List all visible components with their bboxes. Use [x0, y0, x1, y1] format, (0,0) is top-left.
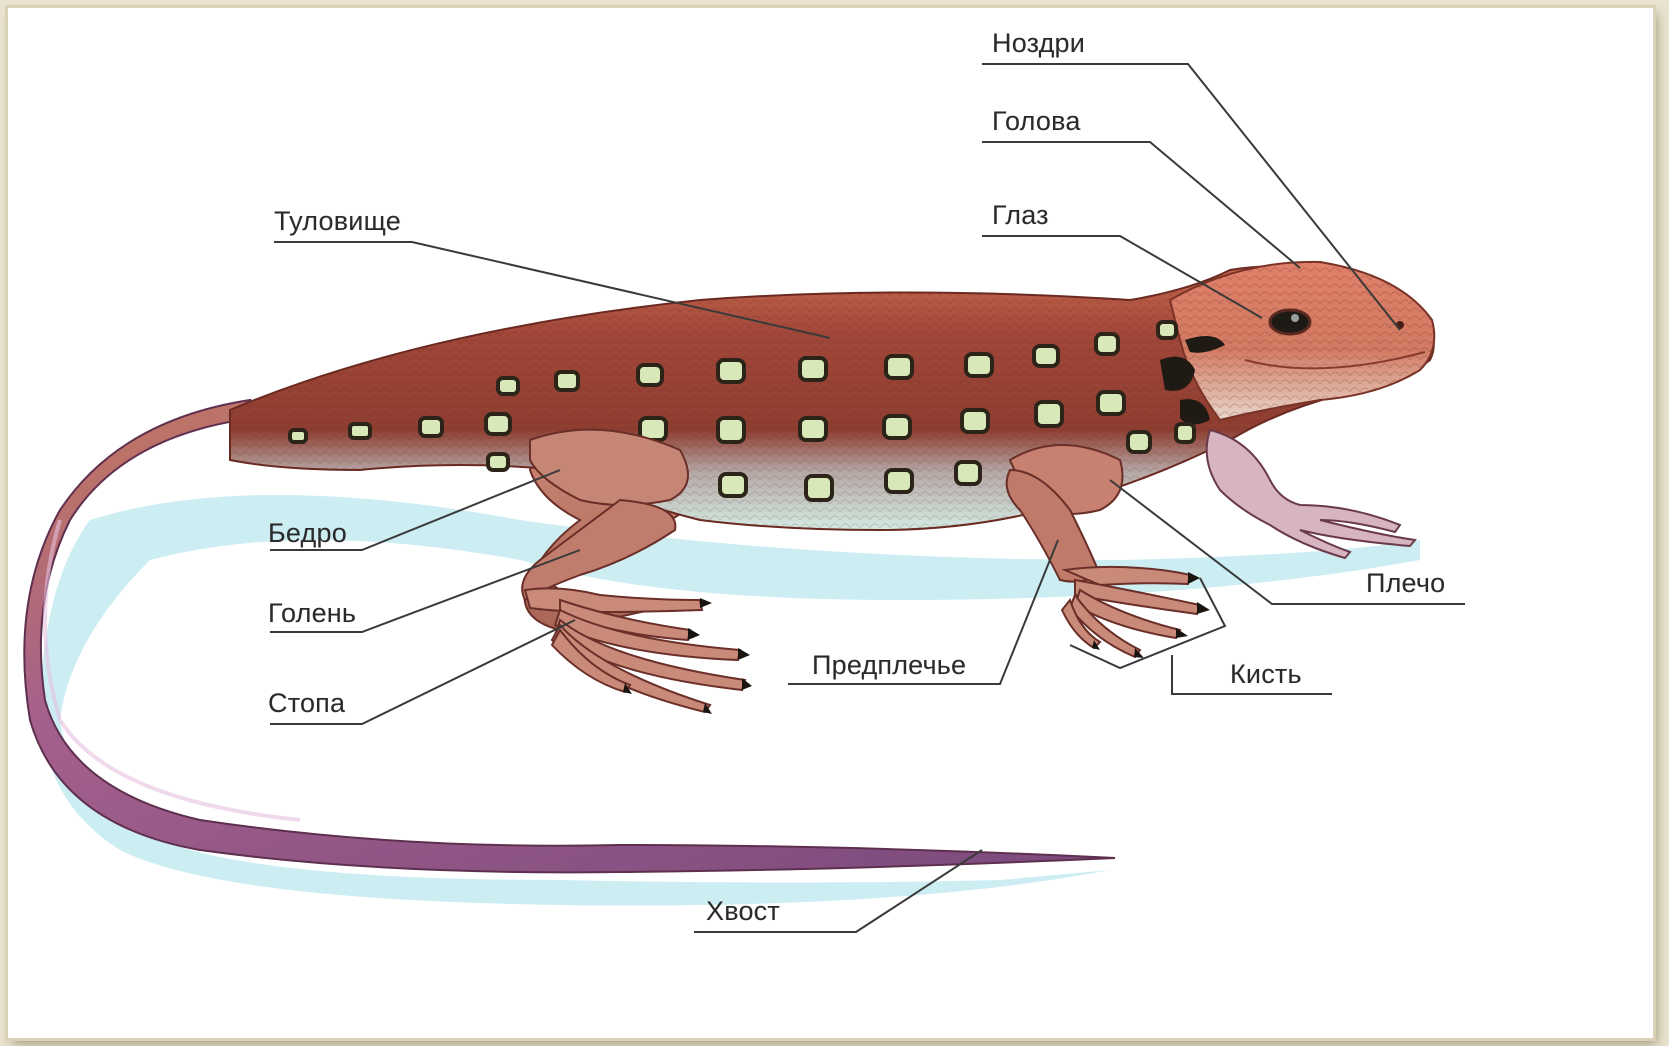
lizard-illustration	[8, 8, 1653, 1038]
label-hand: Кисть	[1230, 659, 1302, 690]
diagram-canvas: Ноздри Голова Глаз Туловище Бедро Голень…	[8, 8, 1653, 1038]
label-thigh: Бедро	[268, 518, 347, 549]
label-foot: Стопа	[268, 688, 345, 719]
label-forearm: Предплечье	[812, 650, 966, 681]
label-eye: Глаз	[992, 200, 1049, 231]
label-nostrils: Ноздри	[992, 28, 1085, 59]
label-body: Туловище	[274, 206, 401, 237]
label-head: Голова	[992, 106, 1081, 137]
label-shin: Голень	[268, 598, 356, 629]
hind-foot-shape	[525, 588, 745, 712]
label-tail: Хвост	[706, 896, 780, 927]
label-shoulder: Плечо	[1366, 568, 1445, 599]
eye-shape	[1270, 310, 1310, 334]
